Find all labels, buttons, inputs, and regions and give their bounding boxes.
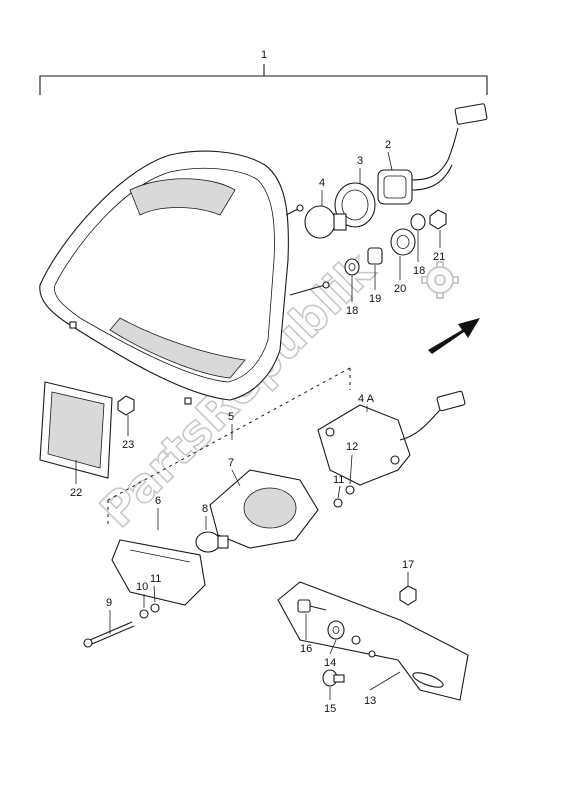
- bulb-8: [195, 531, 229, 553]
- callout-19: 19: [369, 293, 381, 305]
- washer-12: [345, 485, 355, 495]
- callout-21: 21: [433, 251, 445, 263]
- nut-11a: [150, 603, 160, 613]
- callout-1: 1: [261, 49, 267, 61]
- callout-14: 14: [324, 657, 336, 669]
- lens-6: [111, 539, 206, 606]
- spacer-19: [367, 247, 383, 265]
- washer-14: [327, 620, 345, 640]
- callout-4: 4: [319, 177, 325, 189]
- callout-15: 15: [324, 703, 336, 715]
- washer-10: [139, 609, 149, 619]
- plate-bracket-13: [277, 581, 469, 701]
- reflector-22: [39, 381, 113, 479]
- callout-16: 16: [300, 643, 312, 655]
- grommet-20: [390, 228, 416, 256]
- callout-18b: 18: [413, 265, 425, 277]
- callout-17: 17: [402, 559, 414, 571]
- callout-20: 20: [394, 283, 406, 295]
- callout-6: 6: [155, 495, 161, 507]
- callout-5: 5: [228, 411, 234, 423]
- nut-23: [117, 395, 135, 416]
- nut-21: [429, 209, 447, 230]
- callout-11a: 11: [150, 573, 161, 585]
- leader-lines: [75, 151, 441, 700]
- bulb-4: [304, 205, 347, 239]
- direction-arrow-icon: [428, 318, 480, 354]
- nut-11b: [333, 498, 343, 508]
- callout-10: 10: [136, 581, 148, 593]
- callout-12: 12: [346, 441, 358, 453]
- bulb-socket-2: [377, 103, 488, 205]
- license-lamp-boundary: [107, 367, 351, 528]
- callout-labels: 1 2 3 4 18 19 20 18 21 4 A 5 7 23 22 12 …: [70, 49, 445, 715]
- callout-3: 3: [357, 155, 363, 167]
- callout-4a: 4 A: [358, 393, 375, 405]
- group-bracket-1: [39, 64, 488, 95]
- nut-17: [399, 585, 417, 606]
- callout-22: 22: [70, 487, 82, 499]
- washer-18b: [410, 213, 426, 231]
- gear-watermark-icon: [421, 261, 459, 299]
- callout-11b: 11: [333, 474, 344, 486]
- bolt-16: [297, 599, 327, 613]
- tail-lamp-housing: [39, 150, 330, 405]
- callout-2: 2: [385, 139, 391, 151]
- callout-13: 13: [364, 695, 376, 707]
- callout-9: 9: [106, 597, 112, 609]
- cap-15: [322, 669, 345, 687]
- callout-18a: 18: [346, 305, 358, 317]
- callout-7: 7: [228, 457, 234, 469]
- callout-8: 8: [202, 503, 208, 515]
- washer-18a: [344, 258, 360, 276]
- callout-23: 23: [122, 439, 134, 451]
- screw-9: [83, 621, 135, 648]
- lamp-bracket-4a: [317, 390, 466, 486]
